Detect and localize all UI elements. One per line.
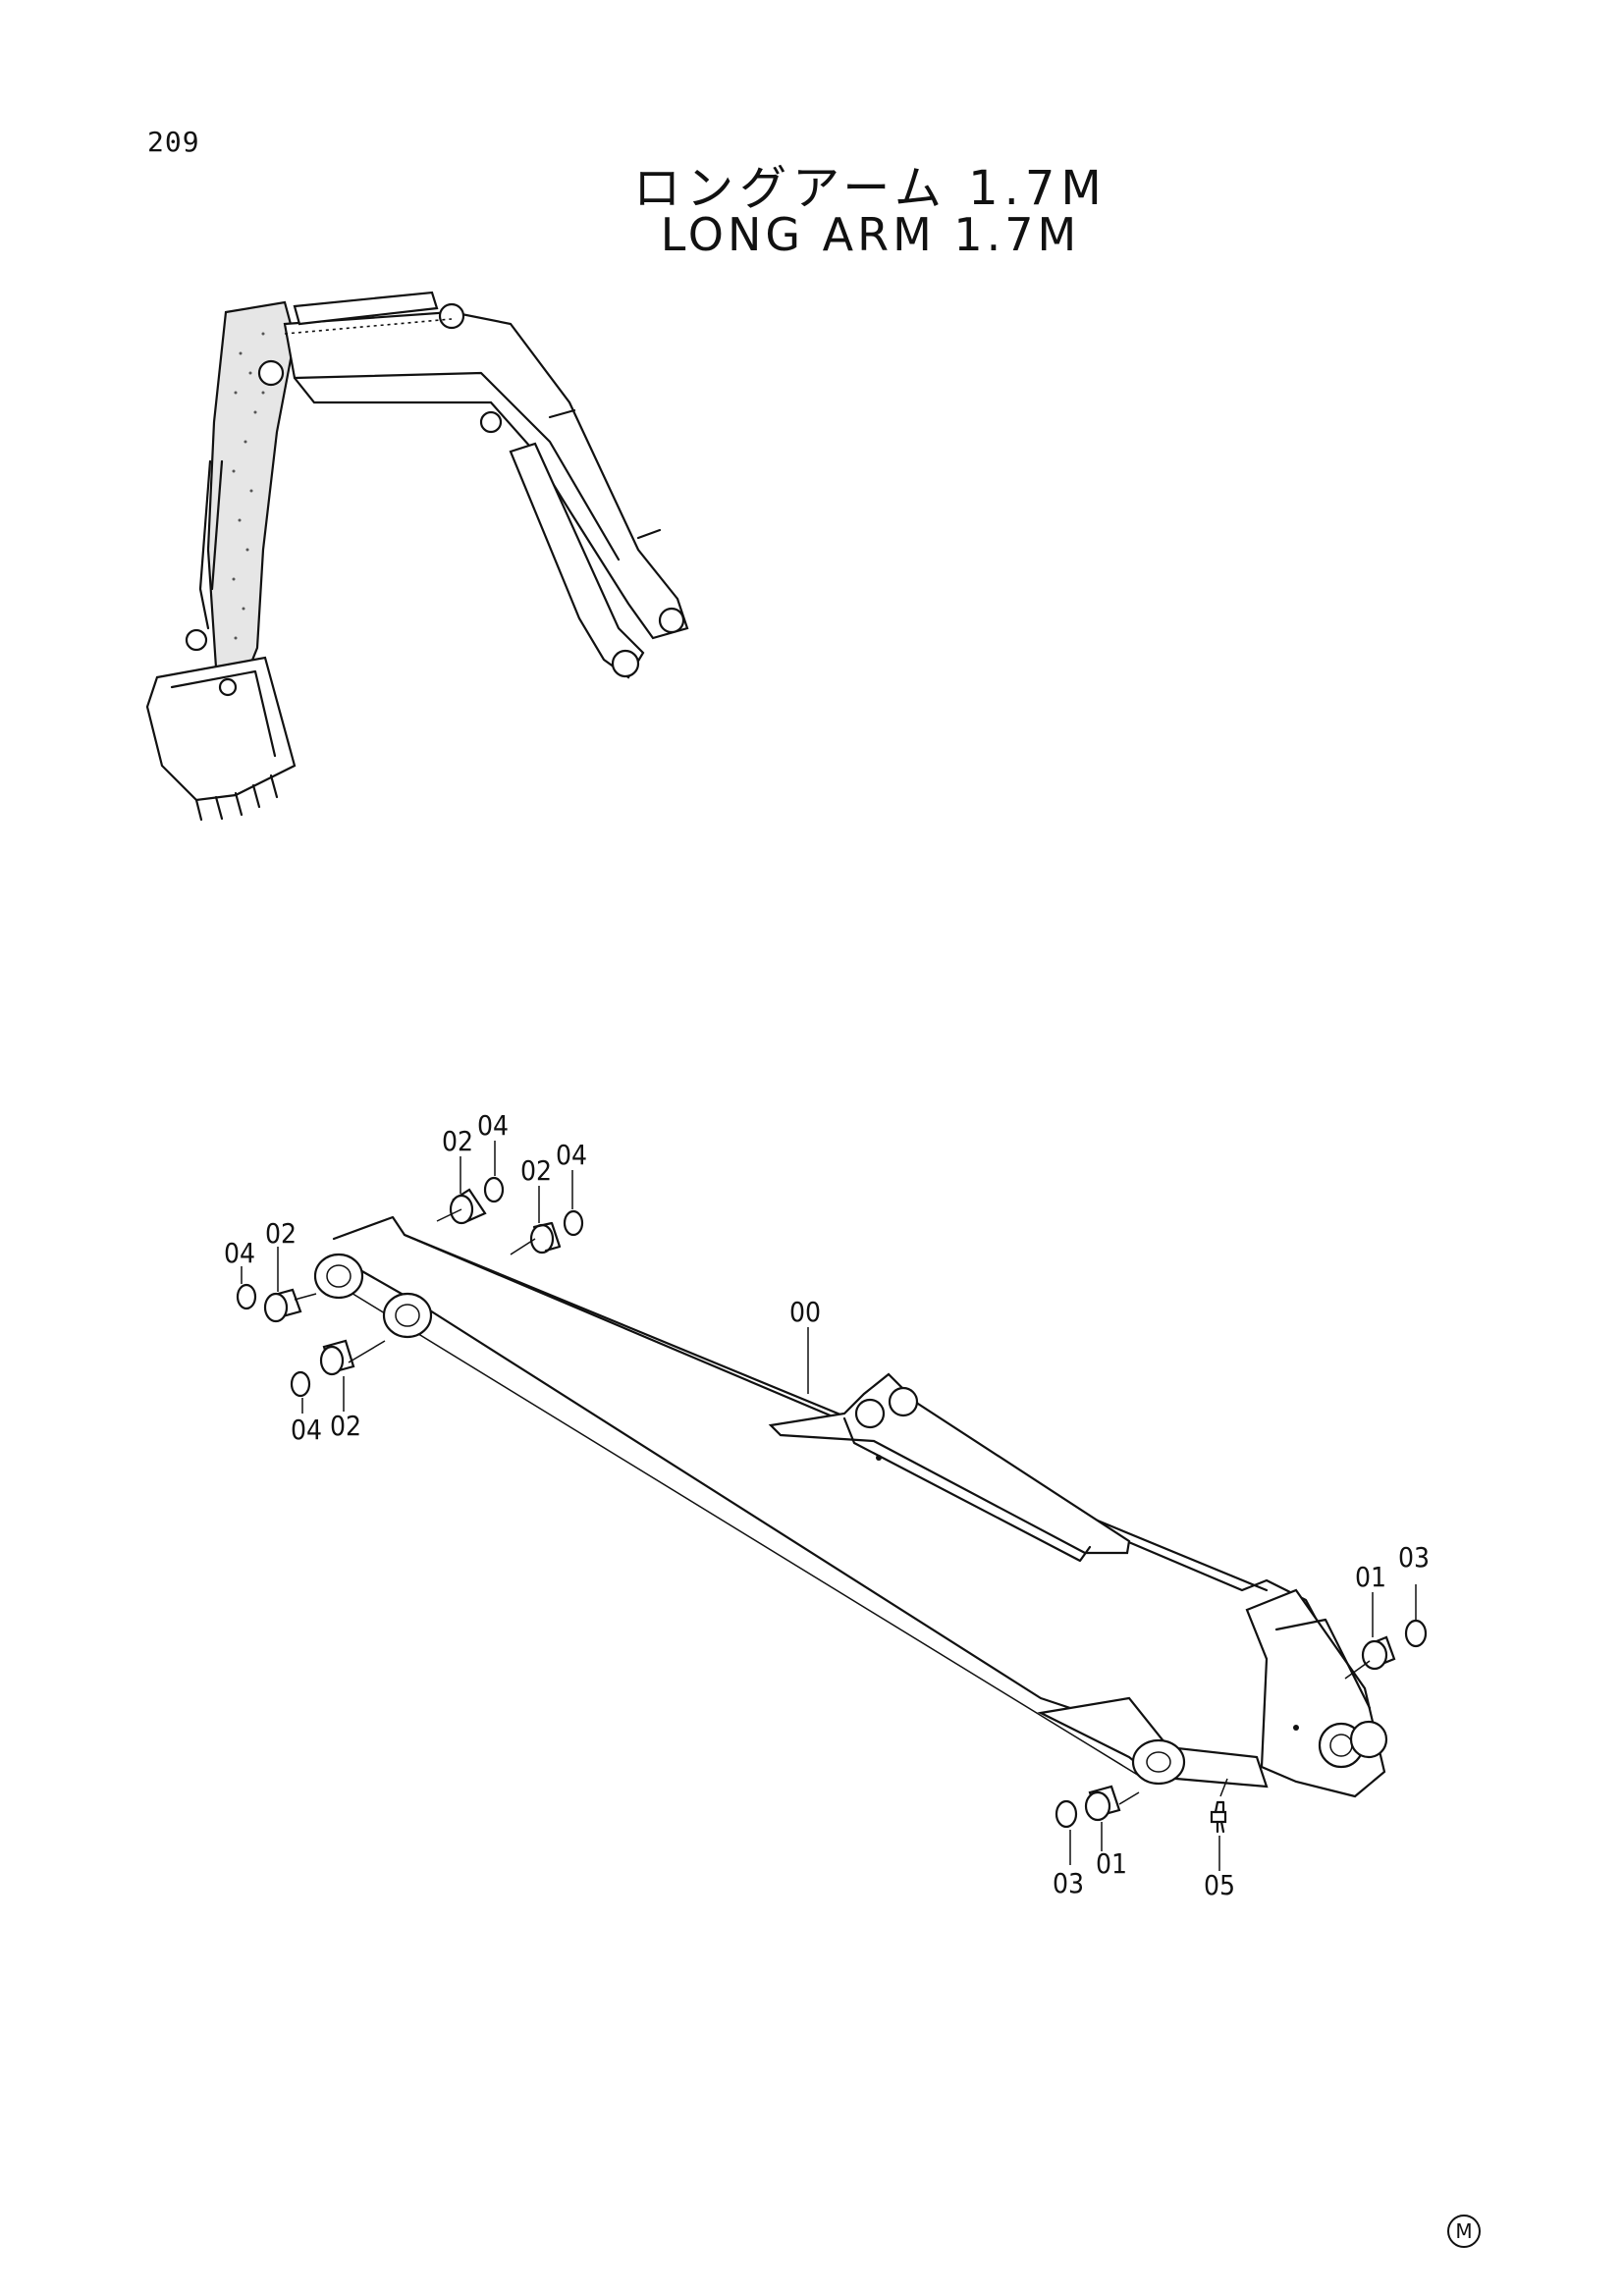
- callout-02-top: 02: [442, 1125, 473, 1157]
- bushing-02-lower-left: [319, 1339, 355, 1376]
- callout-03-lower: 03: [1053, 1867, 1084, 1899]
- overview-illustration: [145, 291, 689, 822]
- ring-04-lower-left: [290, 1370, 311, 1398]
- bushing-01-right: [1361, 1635, 1396, 1671]
- callout-02-left: 02: [265, 1217, 297, 1250]
- callout-labels: 00 02 04 02 04 04 02 04 02 01 03 03 01 0…: [224, 1109, 1430, 1901]
- ring-03-lower: [1055, 1799, 1078, 1829]
- arm-body: [332, 1215, 1377, 1730]
- ring-04-top-right: [563, 1209, 584, 1237]
- bushing-02-top-right: [529, 1221, 562, 1255]
- callout-02-top-right: 02: [520, 1154, 552, 1187]
- callout-03-right: 03: [1398, 1541, 1430, 1574]
- callout-02-lower-left: 02: [330, 1410, 361, 1442]
- ring-03-right: [1404, 1619, 1428, 1648]
- title-english: LONG ARM 1.7M: [660, 208, 1081, 261]
- circled-m-mark: M: [1447, 2215, 1481, 2248]
- callout-04-top-right: 04: [556, 1139, 587, 1171]
- callout-leaders: [241, 1141, 1417, 1871]
- callout-01-lower: 01: [1096, 1847, 1127, 1880]
- callout-05: 05: [1204, 1869, 1235, 1901]
- arm-top-bracket: [768, 1372, 1131, 1555]
- callout-00: 00: [789, 1296, 821, 1328]
- ring-04-left: [236, 1283, 257, 1310]
- bushing-02-top: [449, 1188, 487, 1225]
- small-parts: [236, 1176, 1428, 1834]
- grease-fitting-05: [1210, 1800, 1227, 1834]
- arm-assembly: [313, 1215, 1388, 1798]
- callout-04-left: 04: [224, 1237, 255, 1269]
- callout-04-lower-left: 04: [291, 1414, 322, 1446]
- bushing-02-left: [263, 1288, 302, 1323]
- title-japanese: ロングアーム 1.7M: [633, 161, 1108, 216]
- overview-boom: [283, 310, 689, 640]
- callout-01-right: 01: [1355, 1561, 1386, 1593]
- overview-arm-cylinder: [293, 291, 439, 326]
- bushing-01-lower: [1084, 1785, 1121, 1822]
- ring-04-top: [483, 1176, 505, 1203]
- page-number: 209: [147, 126, 200, 158]
- overview-bucket-cylinder: [198, 459, 212, 630]
- callout-04-top: 04: [477, 1109, 509, 1142]
